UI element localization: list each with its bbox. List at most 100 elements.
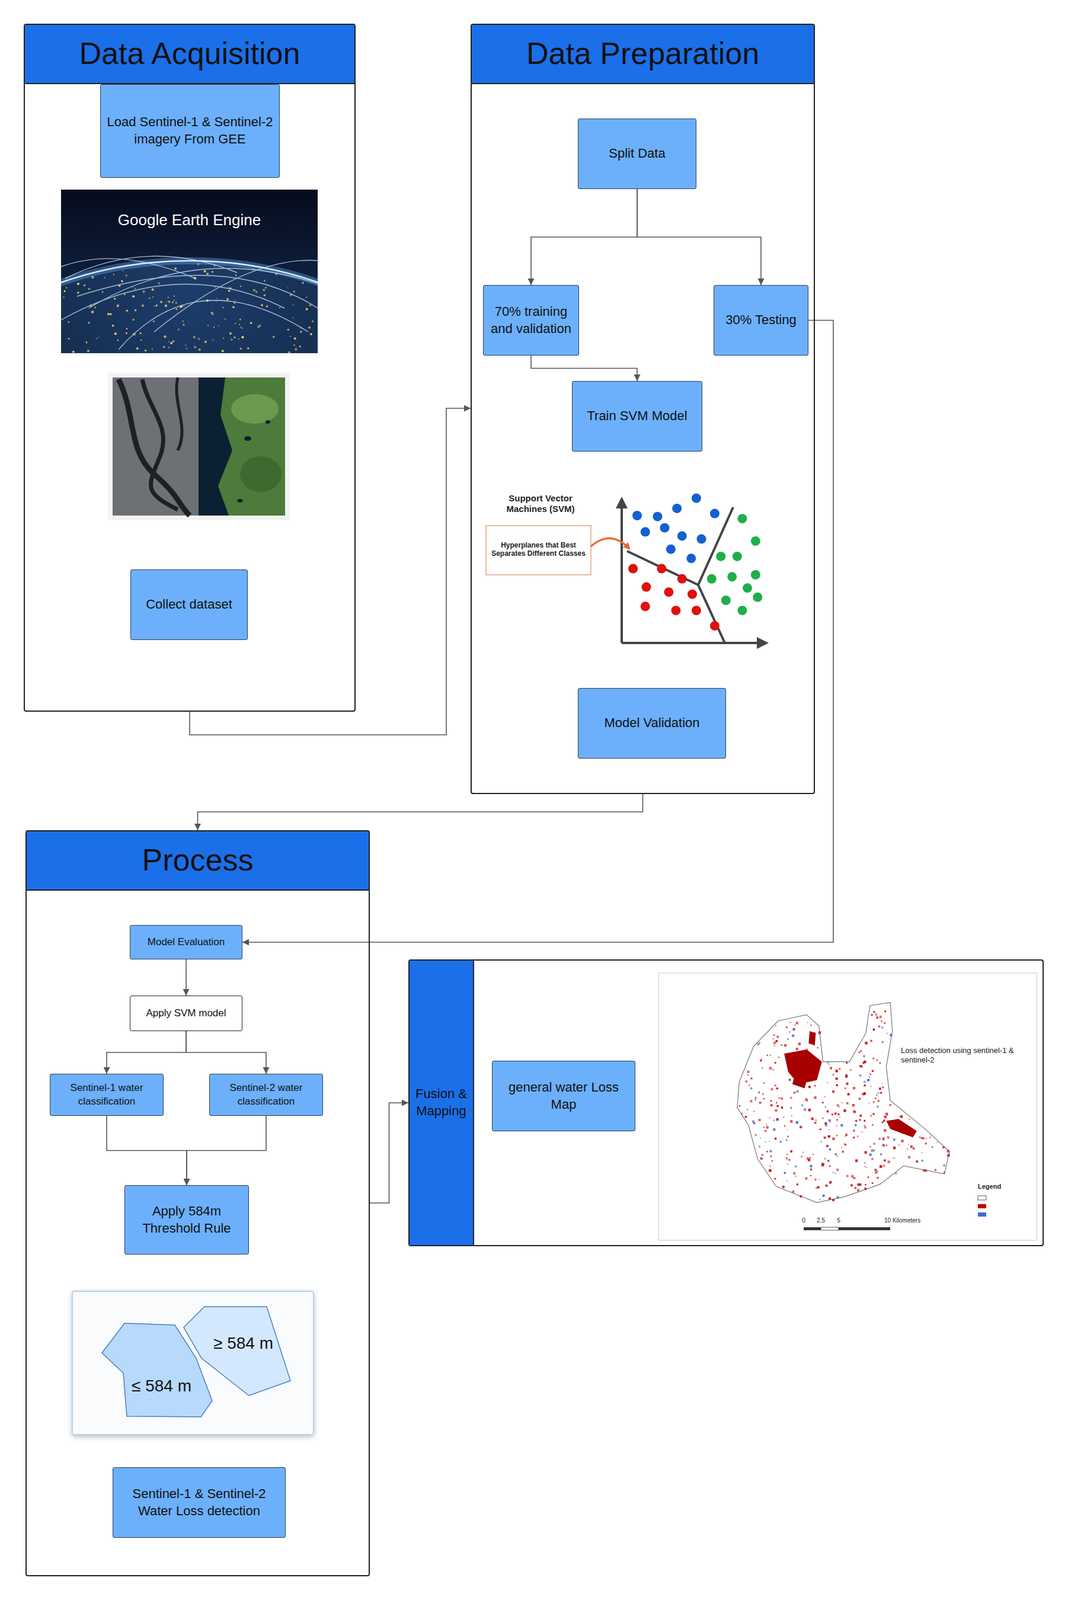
process-box: Sentinel-1 water classification — [49, 1073, 164, 1117]
loss-map — [818, 1031, 821, 1034]
earth-engine-photo — [152, 296, 154, 298]
loss-map — [924, 1169, 927, 1172]
loss-map — [752, 1120, 755, 1124]
loss-map — [898, 1144, 900, 1146]
loss-map — [886, 1118, 917, 1138]
loss-map — [746, 1070, 750, 1073]
earth-engine-photo — [227, 286, 229, 288]
earth-engine-photo — [91, 310, 94, 313]
loss-map — [864, 1126, 867, 1129]
loss-map — [864, 1184, 866, 1186]
loss-map — [788, 1078, 791, 1081]
earth-engine-photo — [61, 256, 318, 350]
earth-engine-photo — [116, 304, 120, 308]
earth-engine-photo — [132, 318, 135, 321]
loss-map — [876, 1105, 879, 1108]
box-text: Split Data — [608, 145, 665, 163]
loss-map — [878, 1137, 881, 1141]
loss-map — [874, 1168, 877, 1172]
loss-map — [790, 1107, 793, 1109]
loss-map — [756, 1043, 760, 1046]
earth-engine-photo — [279, 307, 281, 309]
loss-map — [873, 1149, 876, 1152]
loss-map — [871, 1124, 874, 1127]
earth-engine-photo — [62, 263, 314, 354]
earth-engine-photo — [101, 291, 104, 293]
process-box: Apply SVM model — [129, 995, 243, 1032]
loss-map — [739, 1105, 741, 1108]
connector — [106, 1031, 187, 1074]
scale-label: 2.5 — [813, 1217, 828, 1225]
earth-engine-photo — [164, 304, 168, 308]
photo-caption: Google Earth Engine — [61, 210, 318, 230]
loss-map — [829, 1121, 831, 1124]
loss-map — [801, 1156, 803, 1158]
earth-engine-photo — [232, 305, 235, 308]
earth-engine-photo — [308, 326, 311, 329]
loss-map — [865, 1166, 868, 1169]
loss-map — [808, 1108, 811, 1112]
loss-map — [870, 1040, 873, 1043]
loss-map — [829, 1181, 832, 1184]
loss-map — [857, 1135, 859, 1137]
loss-map — [771, 1160, 773, 1162]
loss-map — [782, 1116, 785, 1118]
figure-title: Support Vector Machines (SVM) — [493, 493, 588, 515]
loss-map — [884, 1010, 887, 1013]
process-box: Sentinel-1 & Sentinel-2 Water Loss detec… — [112, 1467, 286, 1538]
loss-map — [858, 1051, 860, 1054]
earth-engine-photo — [109, 313, 112, 316]
svm-figure — [710, 509, 720, 519]
loss-map — [859, 1065, 863, 1068]
loss-map — [864, 1166, 866, 1168]
svm-figure — [677, 531, 687, 541]
loss-map — [855, 1159, 858, 1162]
panel-title: Data Preparation — [526, 33, 760, 75]
earth-engine-photo — [215, 300, 217, 302]
loss-map — [750, 1077, 753, 1080]
earth-engine-photo — [287, 328, 290, 331]
loss-map — [825, 1184, 828, 1188]
earth-engine-photo — [241, 336, 245, 339]
loss-map — [821, 1164, 824, 1167]
svm-figure — [640, 527, 651, 537]
satellite-image — [240, 456, 282, 492]
panel-title: Fusion & Mapping — [413, 1085, 470, 1120]
loss-map — [878, 1025, 881, 1028]
earth-engine-photo — [165, 301, 168, 303]
threshold-figure — [183, 1306, 291, 1396]
loss-map — [863, 1092, 866, 1095]
loss-map — [737, 1002, 950, 1204]
svm-figure — [628, 564, 638, 574]
loss-map — [859, 1074, 862, 1077]
earth-engine-photo — [77, 275, 318, 309]
loss-map — [907, 1148, 909, 1150]
loss-map — [845, 1133, 848, 1137]
loss-map — [776, 1118, 779, 1121]
loss-map — [795, 1090, 799, 1093]
earth-engine-photo — [120, 280, 123, 283]
stage-panel: ProcessModel EvaluationApply SVM modelSe… — [25, 830, 370, 1577]
earth-engine-photo — [144, 349, 147, 352]
satellite-image — [231, 394, 279, 424]
earth-engine-photo — [158, 282, 161, 285]
loss-map — [794, 1165, 797, 1168]
loss-map — [859, 1118, 862, 1121]
loss-map — [857, 1183, 860, 1186]
loss-map — [849, 1069, 852, 1071]
loss-map — [784, 1044, 787, 1047]
svm-figure — [710, 621, 720, 631]
box-text: 30% Testing — [725, 311, 796, 329]
earth-engine-photo — [264, 286, 267, 289]
earth-engine-photo — [211, 270, 214, 274]
loss-map — [781, 1044, 783, 1047]
svm-figure — [672, 503, 682, 514]
earth-engine-photo — [240, 285, 242, 288]
earth-engine-photo — [61, 258, 196, 279]
loss-map — [769, 1150, 773, 1153]
loss-map — [834, 1172, 836, 1175]
svm-figure — [750, 570, 761, 580]
earth-engine-photo — [230, 338, 233, 341]
loss-map — [795, 1047, 799, 1051]
